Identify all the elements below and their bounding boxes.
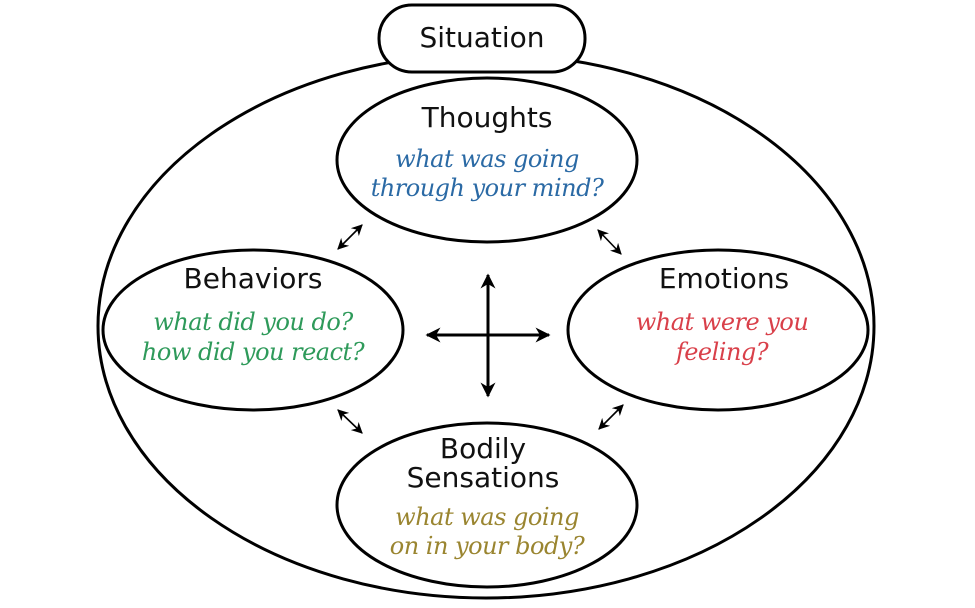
- behaviors-prompt-line1: what did you do?: [153, 308, 353, 336]
- emotions-title: Emotions: [659, 262, 789, 295]
- node-thoughts: Thoughts what was going through your min…: [335, 76, 639, 244]
- bodily-title-line2: Sensations: [407, 461, 560, 494]
- node-behaviors: Behaviors what did you do? how did you r…: [101, 248, 405, 412]
- arrow-emotions-bodily: [598, 404, 624, 430]
- arrow-thoughts-emotions: [597, 229, 622, 255]
- situation-box: Situation: [377, 3, 587, 74]
- emotions-prompt-line2: feeling?: [674, 338, 769, 366]
- behaviors-prompt-line2: how did you react?: [142, 338, 365, 366]
- emotions-prompt-line1: what were you: [636, 308, 809, 336]
- node-bodily-sensations: Bodily Sensations what was going on in y…: [335, 421, 639, 589]
- situation-label: Situation: [419, 21, 544, 54]
- thoughts-title: Thoughts: [421, 101, 553, 134]
- behaviors-title: Behaviors: [184, 262, 323, 295]
- node-emotions: Emotions what were you feeling?: [566, 248, 870, 412]
- bodily-title-line1: Bodily: [440, 432, 526, 465]
- central-four-way-arrow-icon: [425, 273, 551, 398]
- bodily-prompt-line1: what was going: [395, 503, 579, 531]
- arrow-thoughts-behaviors: [337, 224, 363, 250]
- thoughts-prompt-line2: through your mind?: [371, 174, 604, 202]
- thoughts-prompt-line1: what was going: [395, 145, 579, 173]
- arrow-behaviors-bodily: [337, 409, 363, 434]
- bodily-prompt-line2: on in your body?: [390, 532, 585, 560]
